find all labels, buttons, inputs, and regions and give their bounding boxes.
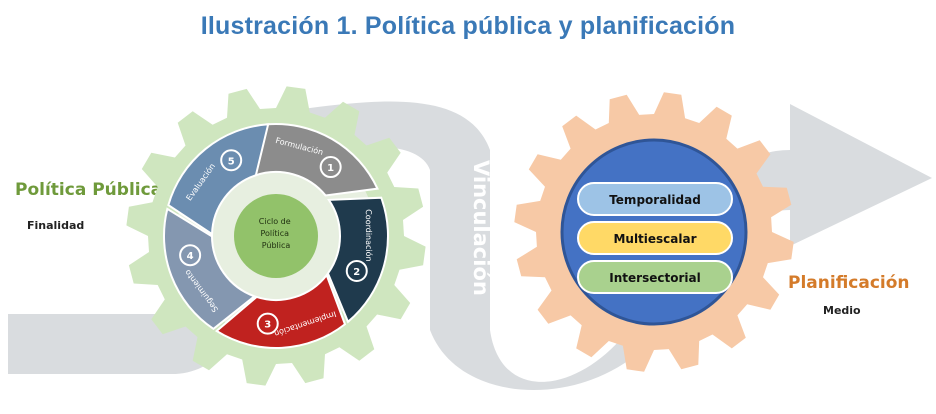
svg-text:Multiescalar: Multiescalar <box>613 232 696 246</box>
cycle-stage-shape <box>167 123 270 236</box>
cycle-stage-number: 3 <box>264 320 271 331</box>
cycle-stage-shape <box>214 273 347 349</box>
planning-box-multiescalar: Multiescalar <box>577 221 733 255</box>
cycle-center-label: Ciclo de Política Pública <box>259 217 293 250</box>
cycle-stage-number-badge <box>179 244 202 267</box>
cycle-stage-shape <box>253 123 379 197</box>
planning-box-temporalidad: Temporalidad <box>577 182 733 216</box>
cycle-stage-number: 1 <box>327 163 334 174</box>
cycle-stage-shape <box>163 207 257 331</box>
cycle-stage-2: 2 Coordinación <box>326 196 389 324</box>
planning-heading: Planificación <box>788 273 910 293</box>
planning-subtitle: Medio <box>823 304 861 317</box>
cycle-stage-shape <box>326 196 389 324</box>
policy-heading: Política Pública <box>15 180 163 200</box>
diagram-title: Ilustración 1. Política pública y planif… <box>200 12 736 40</box>
policy-subtitle: Finalidad <box>27 219 85 232</box>
cycle-stage-number: 4 <box>187 251 194 262</box>
svg-text:Temporalidad: Temporalidad <box>609 193 701 207</box>
cycle-stage-number: 2 <box>353 267 360 278</box>
link-label: Vinculación <box>469 160 493 296</box>
cycle-stage-number: 5 <box>228 156 235 167</box>
cycle-stage-number-badge <box>256 312 279 335</box>
cycle-center-circle <box>234 194 318 278</box>
cycle-stage-number-badge <box>319 156 342 179</box>
svg-text:Intersectorial: Intersectorial <box>609 271 700 285</box>
planning-box-intersectorial: Intersectorial <box>577 260 733 294</box>
cycle-stage-number-badge <box>220 149 243 172</box>
cycle-stage-label: Coordinación <box>364 209 374 261</box>
cycle-stage-number-badge <box>345 259 368 282</box>
